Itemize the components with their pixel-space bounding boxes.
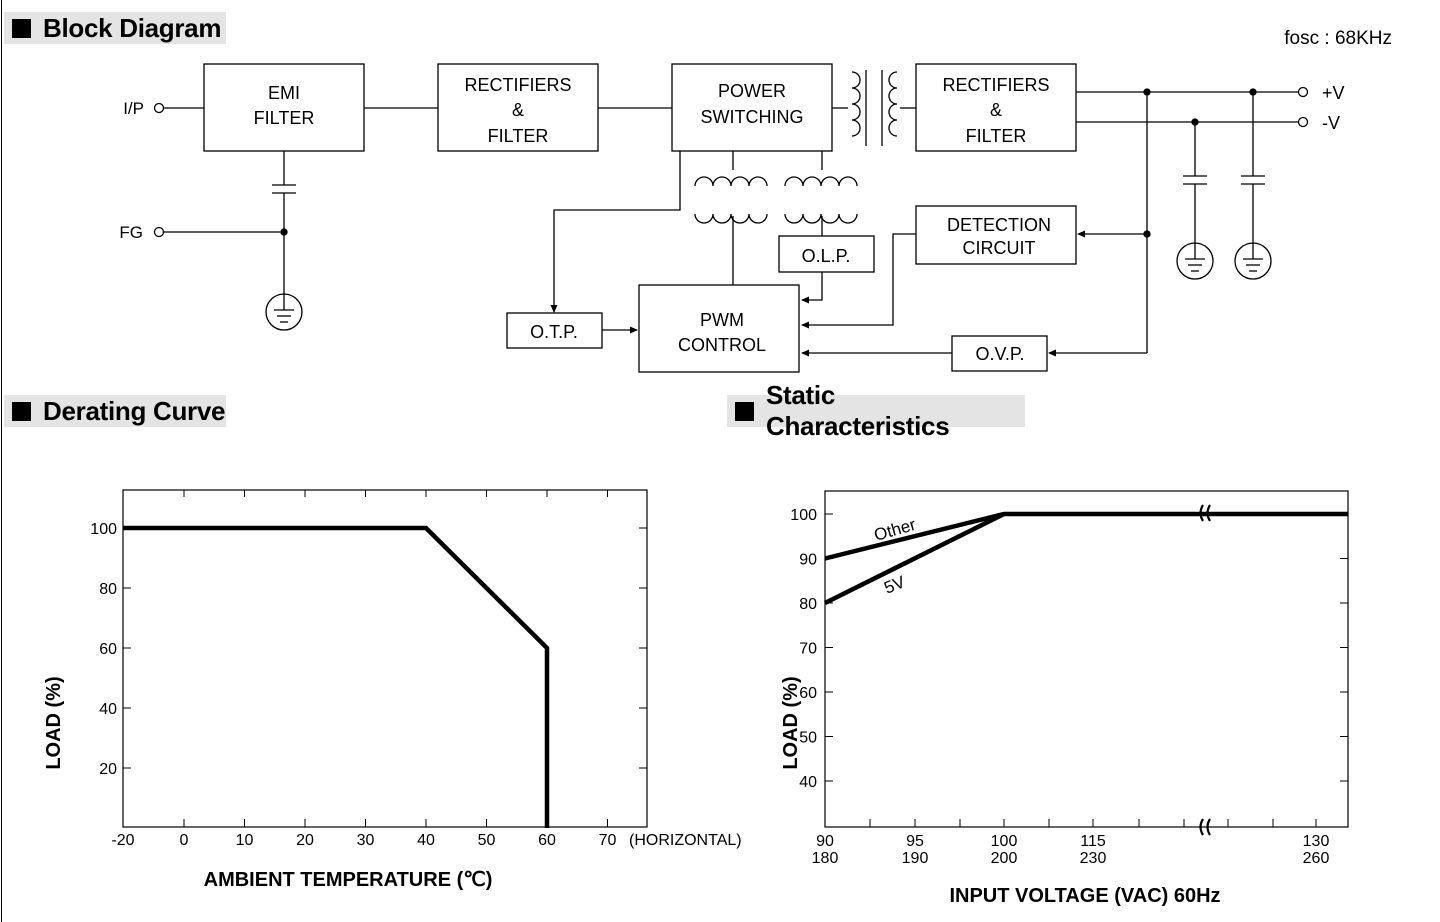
derating-y-axis-label: LOAD (%)	[43, 676, 65, 769]
fg-label: FG	[119, 223, 143, 242]
x-tick-label-alt: 230	[1080, 850, 1107, 867]
x-tick-label-alt: 200	[991, 850, 1018, 867]
minus-v-label: -V	[1322, 113, 1340, 133]
ovp-label: O.V.P.	[975, 344, 1024, 364]
derating-series-line	[123, 525, 550, 828]
otp-label: O.T.P.	[530, 322, 578, 342]
fosc-label: fosc : 68KHz	[1284, 28, 1392, 49]
static-plot-frame	[824, 490, 1349, 828]
x-tick-label: -20	[111, 832, 134, 849]
y-tick-label: 40	[799, 774, 817, 791]
static-characteristics-title: Static Characteristics	[765, 380, 950, 441]
minus-v-terminal	[1297, 116, 1309, 128]
pwm-control-block	[638, 284, 800, 373]
rectifiers-label-2: RECTIFIERS	[942, 75, 1049, 95]
ground-icon	[265, 293, 303, 331]
x-tick-label: 30	[357, 832, 375, 849]
ground-icon	[1234, 242, 1272, 280]
x-tick-label-alt: 190	[902, 850, 929, 867]
x-tick-label: 10	[236, 832, 254, 849]
derating-plot-frame	[122, 489, 648, 828]
y-tick-label: 60	[99, 641, 117, 658]
static-x-axis-label: INPUT VOLTAGE (VAC) 60Hz	[949, 885, 1220, 907]
power-label: POWER	[718, 81, 786, 101]
x-tick-label: 70	[599, 832, 617, 849]
plus-v-terminal	[1297, 86, 1309, 98]
fg-terminal	[153, 226, 165, 238]
control-label: CONTROL	[678, 335, 766, 355]
x-tick-label: 50	[478, 832, 496, 849]
y-tick-label: 40	[99, 701, 117, 718]
x-tick-label: 115	[1080, 833, 1106, 850]
header-square-icon	[12, 18, 31, 38]
transformer-icon	[832, 70, 916, 146]
y-tick-label: 80	[799, 596, 817, 613]
y-tick-label: 90	[799, 552, 817, 569]
detection-circuit-block	[915, 205, 1077, 265]
olp-label: O.L.P.	[802, 246, 851, 266]
filter-label-2: FILTER	[966, 126, 1027, 146]
olp-block	[778, 235, 875, 273]
header-square-icon	[12, 401, 31, 421]
rectifiers-filter-block-2	[915, 63, 1077, 152]
header-square-icon	[735, 401, 754, 421]
derating-curve-header: Derating Curve	[4, 395, 226, 427]
x-tick-label-alt: 180	[812, 850, 839, 867]
y-tick-label: 100	[790, 507, 817, 524]
block-diagram-header: Block Diagram	[4, 12, 226, 44]
x-tick-label-alt: 260	[1303, 850, 1330, 867]
filter-label: FILTER	[488, 126, 549, 146]
x-tick-label: 0	[180, 832, 189, 849]
switching-label: SWITCHING	[701, 107, 804, 127]
static-series-line	[823, 511, 1006, 606]
x-tick-label: 60	[538, 832, 556, 849]
ground-icon	[1176, 242, 1214, 280]
aux-transformer-icon	[694, 176, 858, 224]
x-tick-label: 95	[906, 833, 924, 850]
y-tick-label: 100	[90, 521, 117, 538]
static-characteristics-header: Static Characteristics	[727, 380, 1025, 441]
emi-label-2: FILTER	[254, 108, 315, 128]
block-diagram: fosc : 68KHz I/P EMI FILTER FG RECTIFIE	[119, 28, 1392, 373]
derating-x-axis-label: AMBIENT TEMPERATURE (℃)	[204, 869, 493, 891]
y-tick-label: 50	[799, 730, 817, 747]
axis-break-icon	[1199, 504, 1211, 836]
emi-label-1: EMI	[268, 83, 300, 103]
ampersand-label-2: &	[990, 100, 1002, 120]
y-tick-label: 60	[799, 685, 817, 702]
static-y-axis-label: LOAD (%)	[780, 676, 802, 769]
y-tick-label: 80	[99, 581, 117, 598]
ampersand-label: &	[512, 100, 524, 120]
static-characteristics-chart: 9018095190100200115230130260405060708090…	[780, 490, 1349, 907]
x-tick-label: 100	[991, 833, 1018, 850]
ip-terminal	[153, 102, 165, 114]
pwm-label: PWM	[700, 310, 744, 330]
derating-chart: -20 0 10 20 30 40 50 60 70 20 40 60 80 100 LOAD (%) A…	[43, 489, 742, 891]
y-tick-label: 20	[99, 761, 117, 778]
derating-curve-title: Derating Curve	[43, 395, 226, 426]
ip-label: I/P	[123, 99, 144, 118]
plus-v-label: +V	[1322, 83, 1345, 103]
x-tick-label: 20	[296, 832, 314, 849]
x-tick-label: 130	[1303, 833, 1330, 850]
circuit-label: CIRCUIT	[963, 238, 1036, 258]
block-diagram-title: Block Diagram	[43, 12, 222, 43]
x-tick-label: 90	[816, 833, 834, 850]
detection-label: DETECTION	[947, 215, 1051, 235]
derating-x-suffix: (HORIZONTAL)	[629, 832, 742, 849]
rectifiers-label: RECTIFIERS	[464, 75, 571, 95]
series-label-5v: 5V	[881, 572, 908, 598]
y-tick-label: 70	[799, 641, 817, 658]
x-tick-label: 40	[417, 832, 435, 849]
